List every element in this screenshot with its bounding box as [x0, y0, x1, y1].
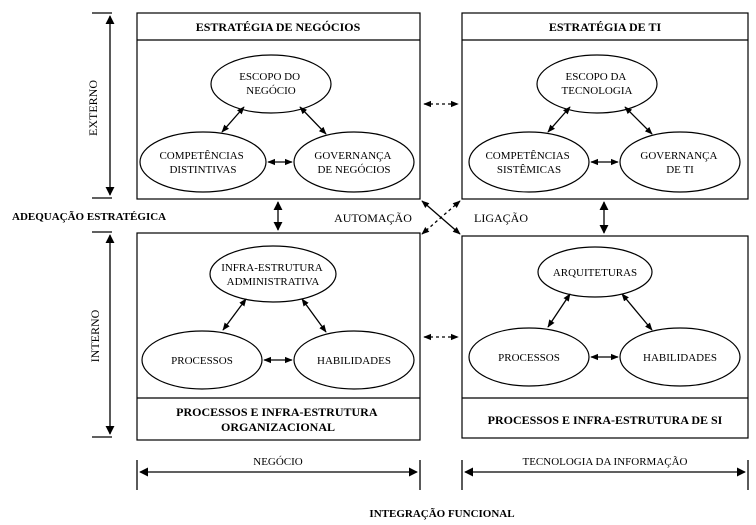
internal-label: INTERNO: [88, 309, 102, 362]
node-is-processes: [468, 327, 590, 387]
it-strategy-title: ESTRATÉGIA DE TI: [549, 20, 662, 34]
is-infrastructure-title: PROCESSOS E INFRA-ESTRUTURA DE SI: [488, 413, 723, 427]
vertical-axis-internal: INTERNO: [88, 231, 115, 438]
link-scope-governance: [299, 106, 327, 135]
node-architectures-label: ARQUITETURAS: [553, 267, 637, 279]
node-it-governance: [619, 131, 741, 193]
node-distinctive-competencies: [139, 131, 267, 193]
node-it-governance-label: GOVERNANÇA DE TI: [640, 150, 719, 176]
external-label: EXTERNO: [86, 80, 100, 136]
business-label: NEGÓCIO: [253, 456, 303, 468]
node-administrative-infrastructure-label: INFRA-ESTRUTURA ADMINISTRATIVA: [221, 262, 325, 288]
node-distinctive-competencies-label: COMPETÊNCIAS DISTINTIVAS: [159, 150, 246, 176]
node-business-governance: [293, 131, 415, 193]
vertical-axis-external: EXTERNO: [86, 12, 115, 199]
quadrant-business-strategy: ESTRATÉGIA DE NEGÓCIOS ESCOPO DO NEGÓCIO…: [136, 12, 421, 200]
node-is-skills-label: HABILIDADES: [643, 352, 717, 364]
node-is-skills: [619, 327, 741, 387]
node-business-governance-label: GOVERNANÇA DE NEGÓCIOS: [314, 150, 393, 176]
node-systemic-competencies: [468, 131, 590, 193]
node-architectures: [537, 246, 653, 298]
organizational-infrastructure-title: PROCESSOS E INFRA-ESTRUTURA ORGANIZACION…: [176, 405, 380, 434]
quadrant-it-strategy: ESTRATÉGIA DE TI ESCOPO DA TECNOLOGIA CO…: [461, 12, 749, 200]
linkage-diagonal: [421, 200, 461, 235]
information-technology-label: TECNOLOGIA DA INFORMAÇÃO: [522, 456, 687, 468]
quadrant-connectors: [273, 100, 609, 341]
functional-integration-label: INTEGRAÇÃO FUNCIONAL: [369, 508, 514, 520]
linkage-label: LIGAÇÃO: [474, 211, 528, 225]
node-systemic-competencies-label: COMPETÊNCIAS SISTÊMICAS: [485, 150, 572, 176]
link-scope-competencies: [221, 106, 245, 133]
node-business-scope-label: ESCOPO DO NEGÓCIO: [239, 71, 303, 97]
node-org-skills-label: HABILIDADES: [317, 355, 391, 367]
node-technology-scope-label: ESCOPO DA TECNOLOGIA: [562, 71, 633, 97]
node-technology-scope: [536, 54, 658, 114]
quadrant-organizational-infrastructure: PROCESSOS E INFRA-ESTRUTURA ORGANIZACION…: [136, 232, 421, 441]
business-strategy-title: ESTRATÉGIA DE NEGÓCIOS: [196, 20, 361, 34]
strategic-fit-label: ADEQUAÇÃO ESTRATÉGICA: [12, 211, 166, 223]
node-business-scope: [210, 54, 332, 114]
node-is-processes-label: PROCESSOS: [498, 352, 560, 364]
automation-label: AUTOMAÇÃO: [334, 211, 412, 225]
node-org-skills: [293, 330, 415, 390]
node-administrative-infrastructure: [209, 245, 337, 303]
node-org-processes-label: PROCESSOS: [171, 355, 233, 367]
quadrant-is-infrastructure: PROCESSOS E INFRA-ESTRUTURA DE SI ARQUIT…: [461, 235, 749, 439]
horizontal-axis-business: NEGÓCIO: [136, 456, 421, 490]
node-org-processes: [141, 330, 263, 390]
horizontal-axis-it: TECNOLOGIA DA INFORMAÇÃO: [461, 456, 749, 490]
